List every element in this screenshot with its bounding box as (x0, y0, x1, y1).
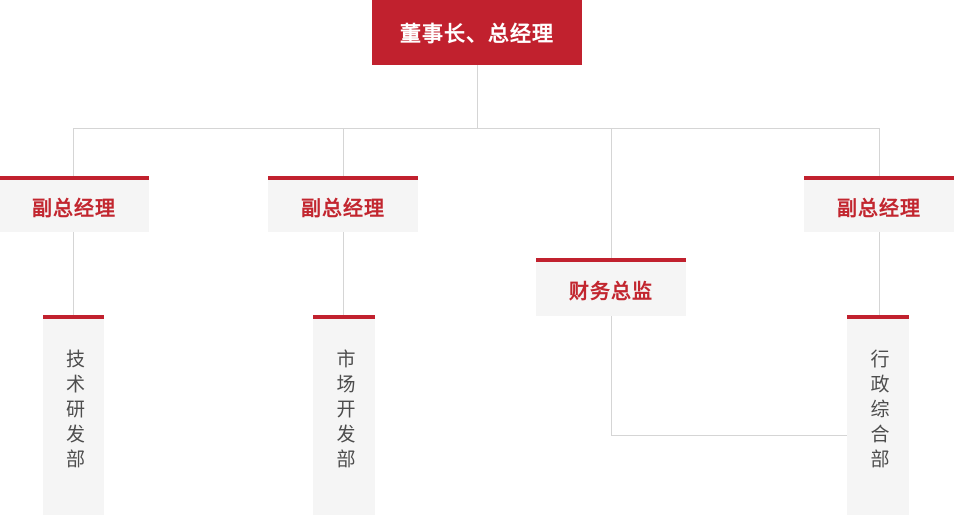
connector-deputy3-to-admin-dept (879, 232, 880, 315)
connector-level2-bus (73, 128, 880, 129)
node-deputy-general-manager-2: 副总经理 (268, 176, 418, 232)
connector-drop-deputy-3 (879, 128, 880, 176)
node-label: 董事长、总经理 (400, 22, 554, 46)
node-admin-general-department: 行政综合部 (847, 315, 909, 515)
node-label: 行政综合部 (867, 349, 889, 474)
connector-deputy1-to-tech-dept (73, 232, 74, 315)
node-market-dev-department: 市场开发部 (313, 315, 375, 515)
connector-finance-to-admin-dept (611, 435, 847, 436)
node-label: 财务总监 (569, 280, 653, 303)
connector-root-trunk (477, 65, 478, 128)
node-label: 副总经理 (301, 197, 385, 220)
node-label: 技术研发部 (63, 349, 84, 474)
node-label: 副总经理 (837, 197, 921, 220)
node-label: 市场开发部 (333, 349, 355, 474)
node-deputy-general-manager-1: 副总经理 (0, 176, 149, 232)
node-deputy-general-manager-3: 副总经理 (804, 176, 954, 232)
node-label: 副总经理 (32, 197, 116, 220)
node-finance-director: 财务总监 (536, 258, 686, 316)
node-tech-rd-department: 技术研发部 (43, 315, 104, 515)
node-chairman-general-manager: 董事长、总经理 (372, 0, 582, 65)
connector-drop-finance-director (611, 128, 612, 258)
connector-finance-down (611, 316, 612, 435)
connector-drop-deputy-2 (343, 128, 344, 176)
connector-drop-deputy-1 (73, 128, 74, 176)
connector-deputy2-to-market-dept (343, 232, 344, 315)
